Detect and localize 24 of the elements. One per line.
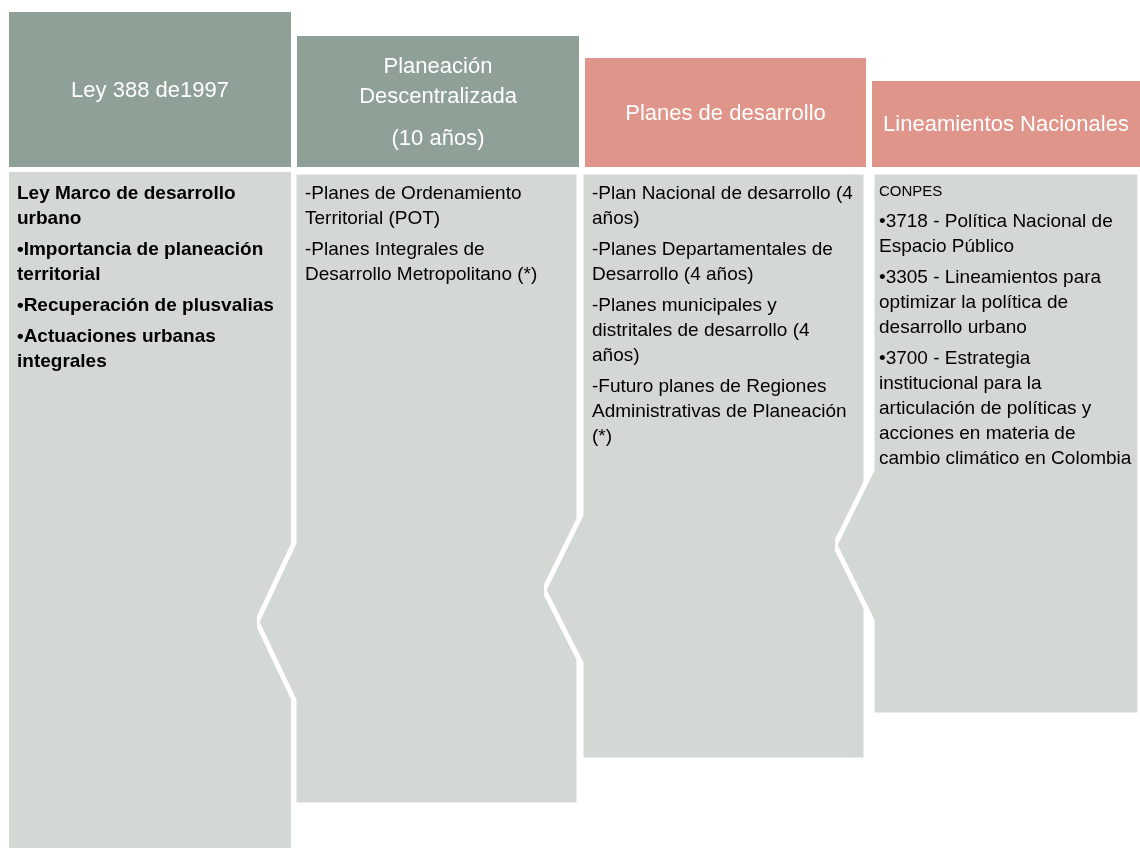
header-title: Planeación Descentralizada	[358, 51, 518, 110]
list-item: -Futuro planes de Regiones Administrativas de Planeación (*)	[592, 374, 848, 448]
list-item: •3700 - Estrategia institucional para la articulación de políticas y acciones en materia de cambio climático en Colombia	[879, 346, 1132, 470]
list-item: •3718 - Política Nacional de Espacio Público	[879, 209, 1114, 258]
column-header	[585, 58, 866, 167]
header-title: Lineamientos Nacionales	[883, 110, 1129, 138]
list-item: -Planes municipales y distritales de desarrollo (4 años)	[592, 293, 811, 367]
list-item: -Planes Departamentales de Desarrollo (4 años)	[592, 237, 834, 286]
list-item: -Planes de Ordenamiento Territorial (POT)	[305, 181, 523, 230]
list-item: •Actuaciones urbanas integrales	[17, 324, 217, 373]
column-header	[297, 36, 579, 167]
header-title: Ley 388 de1997	[71, 75, 229, 104]
header-title: Planes de desarrollo	[625, 98, 826, 127]
column-header	[872, 81, 1140, 167]
list-item: -Plan Nacional de desarrollo (4 años)	[592, 181, 854, 230]
panel-heading: Ley Marco de desarrollo urbano	[17, 181, 237, 230]
list-item: •Recuperación de plusvalias	[17, 293, 275, 317]
list-item: -Planes Integrales de Desarrollo Metropolitano (*)	[305, 237, 539, 286]
header-title: (10 años)	[391, 123, 485, 152]
column-header	[9, 12, 291, 167]
column-body-panel	[9, 172, 291, 848]
list-item: •3305 - Lineamientos para optimizar la política de desarrollo urbano	[879, 265, 1103, 339]
list-item: •Importancia de planeación territorial	[17, 237, 265, 286]
list-item: CONPES	[879, 181, 944, 201]
